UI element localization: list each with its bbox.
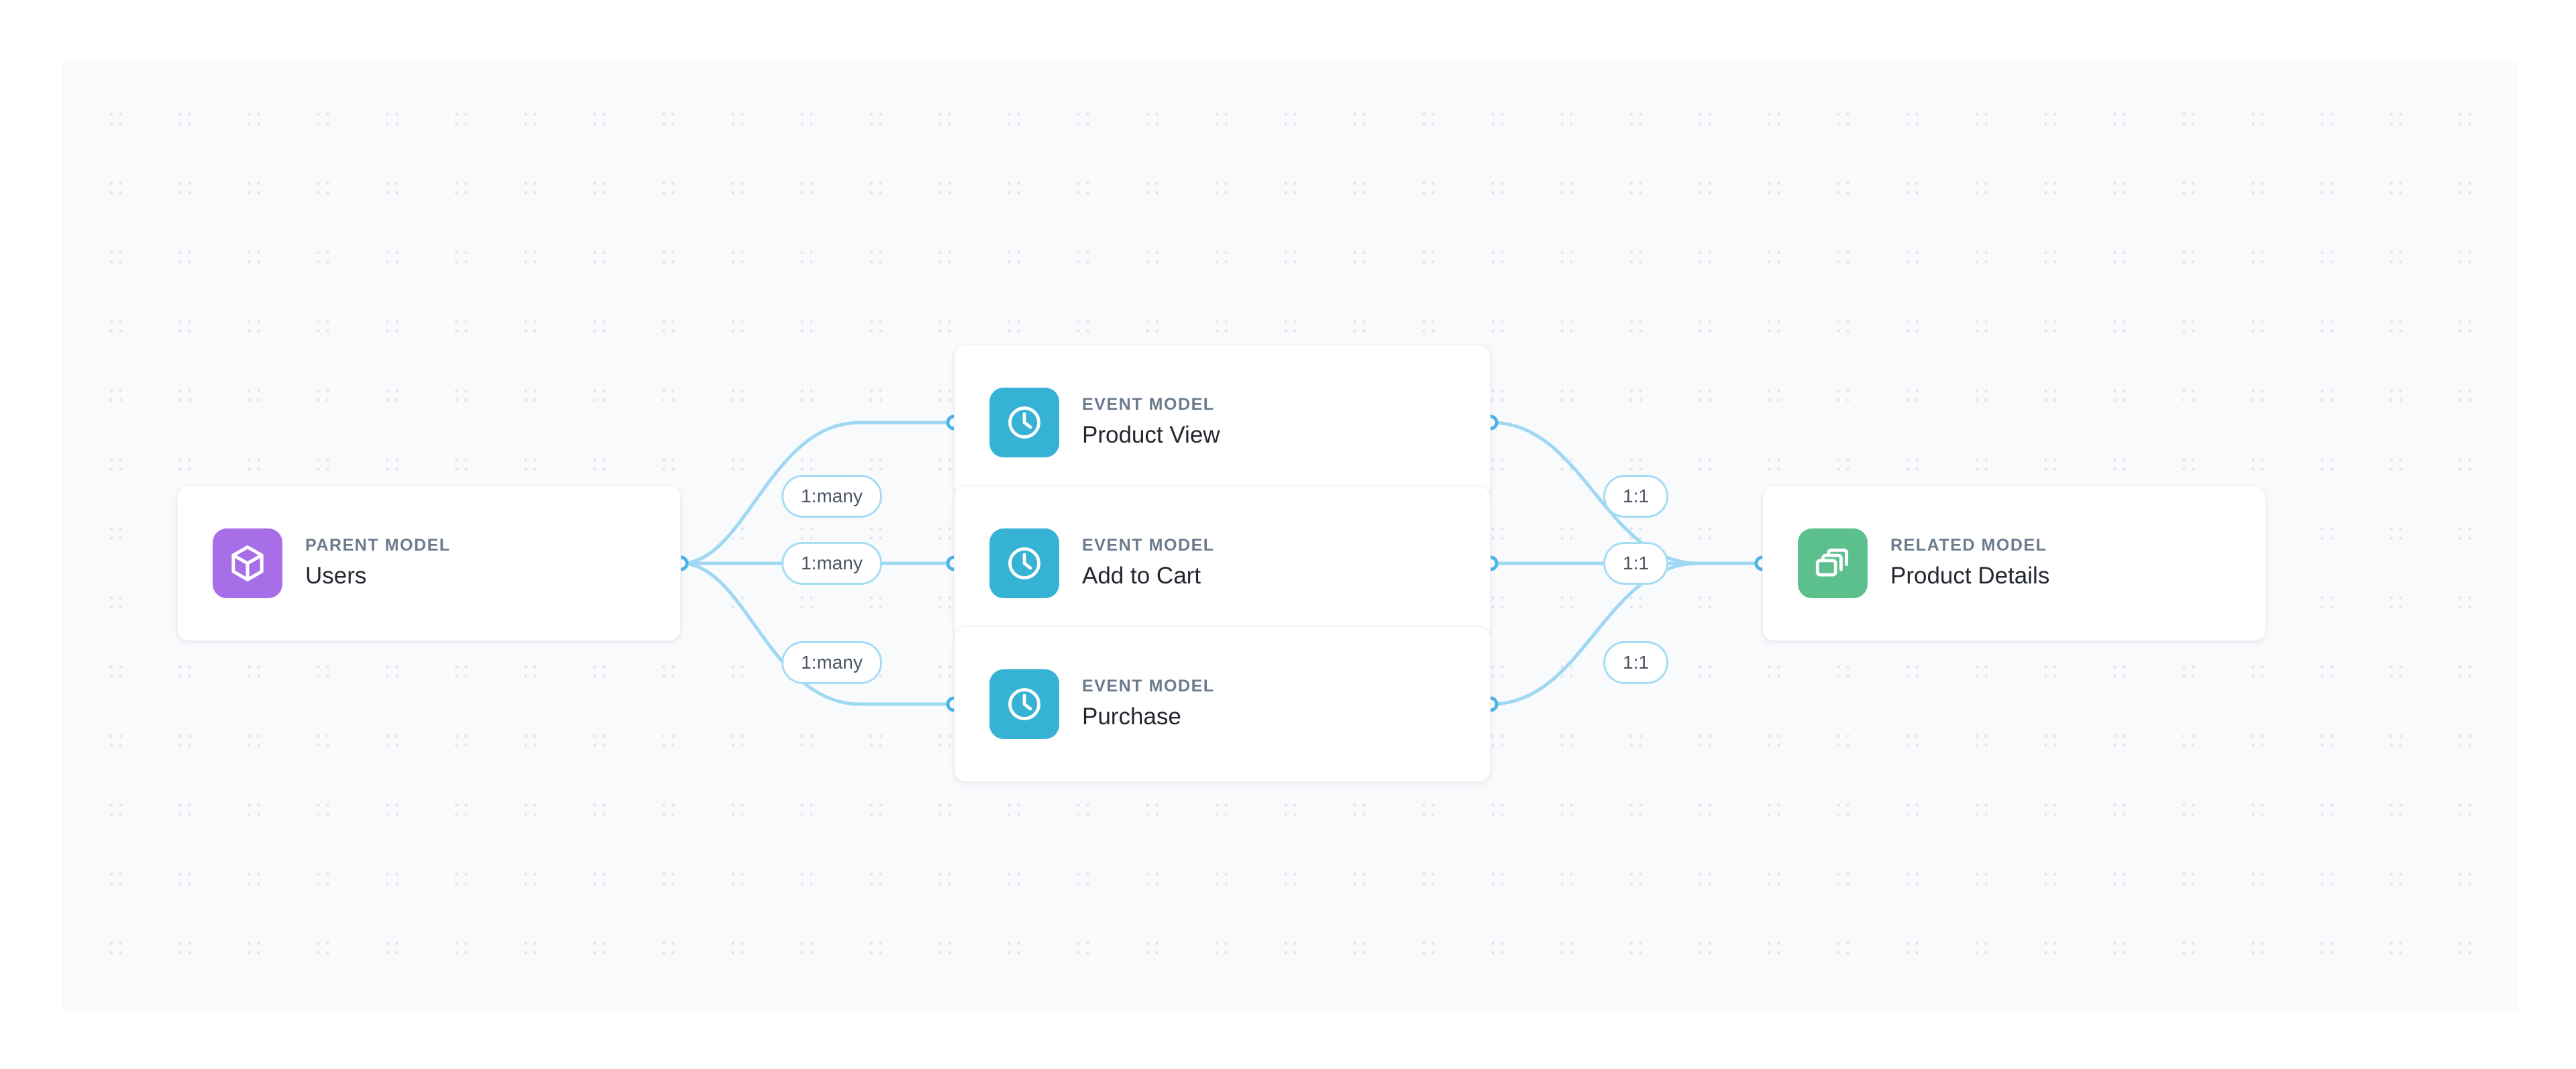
edge-label-text: 1:1: [1623, 486, 1649, 506]
layers-icon: [1798, 528, 1868, 598]
node-title: Purchase: [1082, 704, 1181, 730]
node-kicker: RELATED MODEL: [1890, 535, 2047, 555]
node-title: Add to Cart: [1082, 563, 1201, 589]
node-kicker: EVENT MODEL: [1082, 676, 1215, 695]
edge-label-purchase-details[interactable]: 1:1: [1603, 641, 1668, 684]
node-text: EVENT MODEL Add to Cart: [1082, 535, 1215, 592]
edge-label-text: 1:many: [801, 553, 863, 573]
node-text: PARENT MODEL Users: [305, 535, 451, 592]
node-title: Users: [305, 563, 367, 589]
node-title: Product View: [1082, 422, 1220, 449]
edge-label-add-to-cart-details[interactable]: 1:1: [1603, 542, 1668, 585]
edge-label-text: 1:many: [801, 652, 863, 673]
node-kicker: EVENT MODEL: [1082, 394, 1215, 414]
cube-icon: [213, 528, 282, 598]
edge-label-users-add-to-cart[interactable]: 1:many: [782, 542, 882, 585]
node-card-product-view[interactable]: EVENT MODEL Product View: [954, 345, 1491, 500]
edge-label-text: 1:1: [1623, 652, 1649, 673]
clock-icon: [989, 528, 1059, 598]
node-card-purchase[interactable]: EVENT MODEL Purchase: [954, 626, 1491, 782]
edge-label-users-purchase[interactable]: 1:many: [782, 641, 882, 684]
node-kicker: EVENT MODEL: [1082, 535, 1215, 555]
node-card-add-to-cart[interactable]: EVENT MODEL Add to Cart: [954, 486, 1491, 641]
diagram-canvas[interactable]: 1:many 1:many 1:many 1:1 1:1 1:1: [62, 62, 2517, 1011]
edge-label-product-view-details[interactable]: 1:1: [1603, 475, 1668, 518]
clock-icon: [989, 669, 1059, 739]
node-kicker: PARENT MODEL: [305, 535, 451, 555]
node-text: EVENT MODEL Product View: [1082, 394, 1220, 451]
node-text: EVENT MODEL Purchase: [1082, 676, 1215, 732]
node-text: RELATED MODEL Product Details: [1890, 535, 2049, 592]
edge-label-users-product-view[interactable]: 1:many: [782, 475, 882, 518]
edge-label-text: 1:many: [801, 486, 863, 506]
node-title: Product Details: [1890, 563, 2050, 589]
node-card-users[interactable]: PARENT MODEL Users: [177, 486, 681, 641]
edge-label-text: 1:1: [1623, 553, 1649, 573]
node-card-product-details[interactable]: RELATED MODEL Product Details: [1762, 486, 2266, 641]
clock-icon: [989, 388, 1059, 457]
